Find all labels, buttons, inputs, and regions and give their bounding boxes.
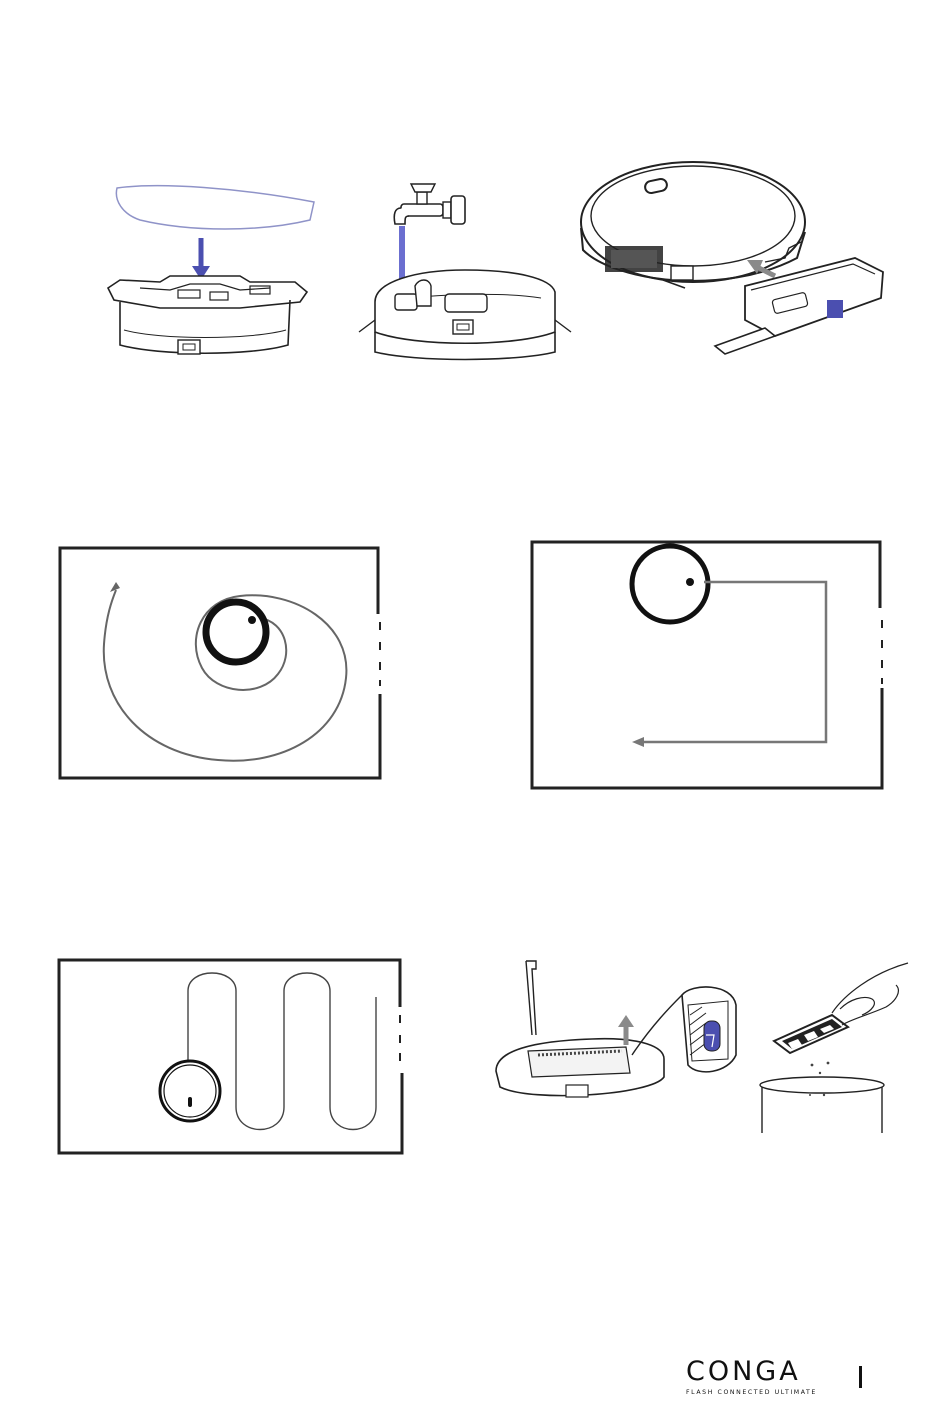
mop-cloth-attach-illustration (100, 180, 320, 362)
filter-icon (774, 1015, 848, 1053)
page-divider (859, 1366, 862, 1388)
edge-cleaning-mode-diagram (528, 538, 886, 792)
brand-name: CONGA (686, 1358, 826, 1385)
spiral-cleaning-mode-diagram (56, 544, 386, 784)
robot-icon (160, 1061, 220, 1121)
robot-icon (206, 602, 266, 662)
robot-icon (632, 546, 708, 622)
down-arrow-icon (192, 238, 210, 280)
faucet-icon (394, 184, 465, 224)
dust-bin-filter-emptying-illustration (492, 955, 922, 1135)
water-tank-fill-illustration (355, 182, 580, 362)
brand-logo: CONGA FLASH CONNECTED ULTIMATE (686, 1358, 826, 1398)
zigzag-cleaning-mode-diagram (56, 957, 406, 1157)
brand-tagline: FLASH CONNECTED ULTIMATE (686, 1389, 826, 1396)
hand-icon (832, 963, 908, 1025)
trash-bin-icon (760, 1077, 884, 1133)
water-tank-insert-illustration (575, 150, 905, 355)
